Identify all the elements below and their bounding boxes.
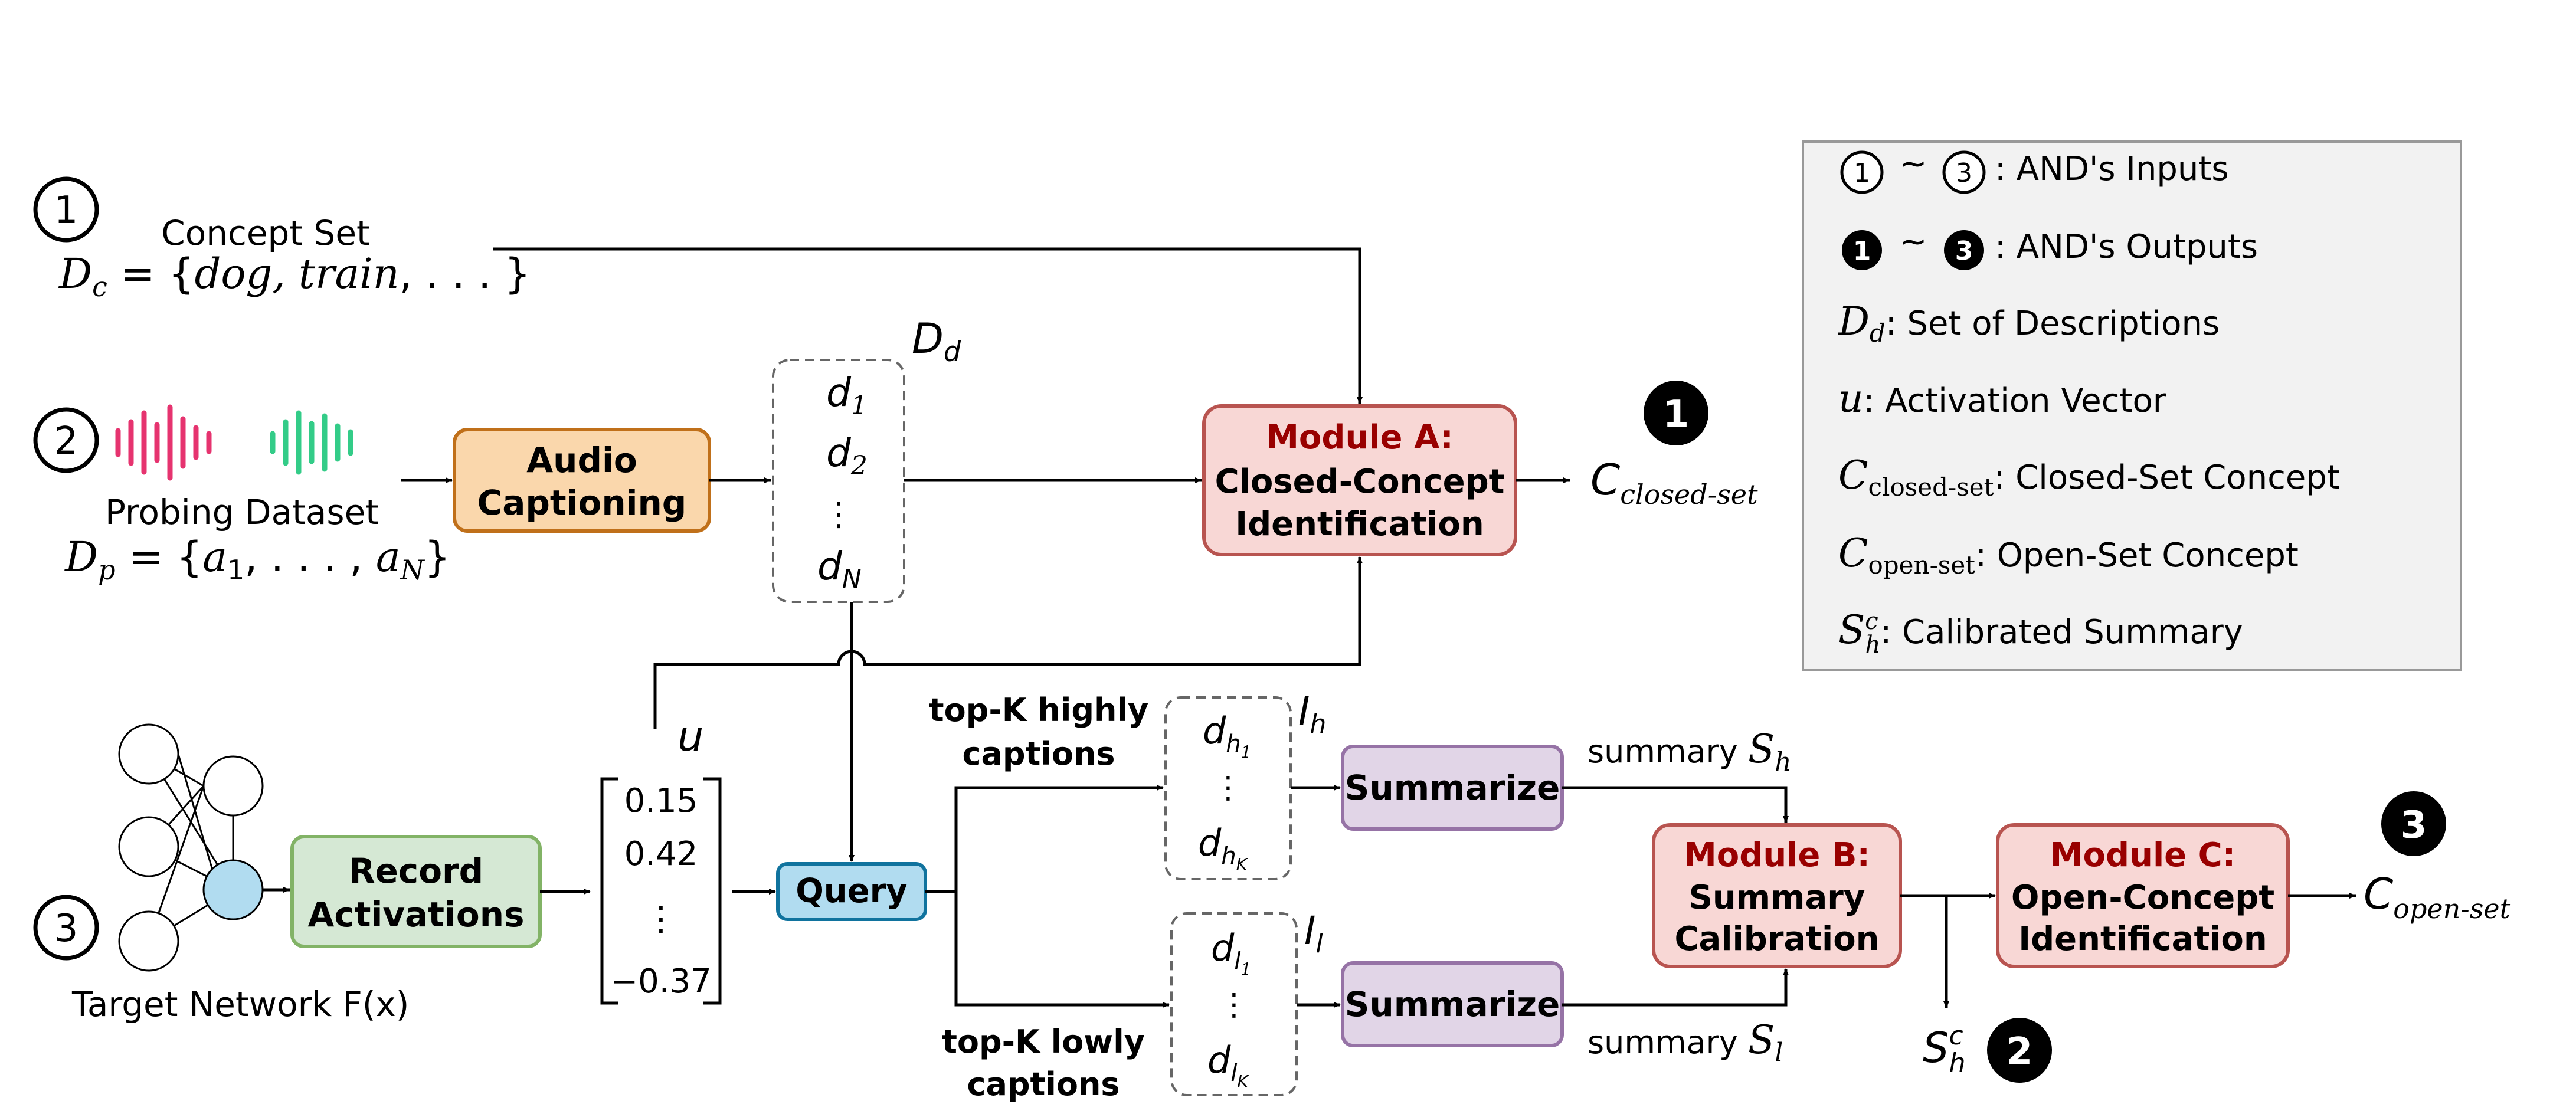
audio-wave-green-icon: [270, 410, 353, 475]
svg-text:1: 1: [1853, 236, 1871, 266]
svg-text:2: 2: [54, 420, 78, 463]
query-box: Query: [776, 862, 927, 921]
connectors: [263, 247, 2356, 1008]
legend-row-activation: u: Activation Vector: [1838, 376, 2167, 421]
module-a-box: Module A: Closed-Concept Identification: [1202, 404, 1517, 556]
output-open-set-label: Copen-set: [2364, 869, 2511, 925]
activation-value-dots: ⋮: [644, 900, 677, 938]
activation-vector-label: u: [677, 712, 703, 761]
svg-text:Record: Record: [349, 851, 483, 891]
input-concept-marker: 1: [33, 176, 99, 243]
svg-text:Identification: Identification: [1235, 505, 1484, 543]
svg-text:Calibration: Calibration: [1674, 920, 1879, 958]
concept-set-formula: Dc = {dog, train, . . . }: [58, 250, 531, 303]
svg-text:Identification: Identification: [2018, 920, 2267, 958]
branch-high-label-line2: captions: [962, 735, 1115, 772]
summary-high-label: summary Sh: [1588, 726, 1792, 777]
descriptions-set-label: Dd: [912, 314, 961, 368]
audio-captioning-box: Audio Captioning: [453, 428, 711, 533]
module-b-box: Module B: Summary Calibration: [1652, 823, 1902, 968]
svg-text:1: 1: [54, 189, 78, 232]
target-network-label: Target Network F(x): [71, 984, 409, 1024]
input-probing-marker: 2: [33, 407, 99, 473]
activation-value-1: 0.15: [624, 782, 698, 820]
activation-value-2: 0.42: [624, 835, 698, 873]
svg-text:~: ~: [1900, 222, 1927, 261]
high-item-dots: ⋮: [1213, 770, 1243, 805]
output-calibrated-marker: 2: [1987, 1018, 2052, 1083]
neural-network-icon: [118, 723, 264, 972]
branch-high-label-line1: top-K highly: [929, 692, 1148, 729]
legend-row-closed-set: Cclosed-set: Closed-Set Concept: [1838, 453, 2340, 502]
svg-text:3: 3: [54, 907, 78, 951]
legend-box: [1802, 140, 2462, 671]
svg-text:Open-Concept: Open-Concept: [2011, 879, 2274, 917]
svg-text:Summarize: Summarize: [1345, 768, 1560, 808]
branch-low-label-line1: top-K lowly: [942, 1023, 1145, 1060]
activation-value-n: −0.37: [610, 962, 712, 1001]
svg-text:3: 3: [1955, 236, 1973, 266]
probing-dataset-formula: Dp = {a1, . . . , aN}: [64, 533, 450, 586]
concept-set-label: Concept Set: [161, 213, 370, 253]
svg-text:1: 1: [1663, 393, 1690, 437]
high-set-box: [1164, 696, 1292, 880]
summary-low-label: summary Sl: [1588, 1017, 1783, 1068]
svg-text:Module C:: Module C:: [2050, 836, 2235, 874]
svg-text:~: ~: [1900, 145, 1927, 183]
low-item-dots: ⋮: [1219, 987, 1249, 1023]
svg-text:Query: Query: [796, 872, 908, 910]
high-set-label: Ih: [1298, 689, 1326, 739]
svg-text:3: 3: [1956, 158, 1972, 188]
low-set-box: [1170, 912, 1298, 1096]
descriptions-set-box: [772, 359, 905, 603]
output-closed-set-label: Cclosed-set: [1590, 455, 1758, 510]
svg-text:: AND's Inputs: : AND's Inputs: [1995, 150, 2229, 188]
svg-text:Audio: Audio: [526, 440, 637, 480]
record-activations-box: Record Activations: [290, 835, 542, 948]
branch-low-label-line2: captions: [967, 1066, 1120, 1103]
svg-text:3: 3: [2401, 804, 2427, 847]
legend-outputs-row: 1 ~ 3 : AND's Outputs: [1842, 222, 2258, 270]
output-open-set-marker: 3: [2381, 791, 2446, 856]
low-set-label: Il: [1304, 908, 1323, 959]
audio-wave-pink-icon: [115, 404, 212, 481]
probing-dataset-label: Probing Dataset: [105, 492, 379, 532]
svg-text:Module A:: Module A:: [1266, 418, 1454, 457]
legend-inputs-row: 1 ~ 3 : AND's Inputs: [1840, 145, 2229, 194]
svg-text:Summarize: Summarize: [1345, 984, 1560, 1024]
svg-text:Closed-Concept: Closed-Concept: [1215, 463, 1505, 501]
legend-row-descriptions: Dd: Set of Descriptions: [1838, 299, 2220, 348]
svg-text:Captioning: Captioning: [477, 483, 687, 523]
svg-text:2: 2: [2007, 1030, 2033, 1074]
svg-text:1: 1: [1854, 158, 1870, 188]
legend-row-open-set: Copen-set: Open-Set Concept: [1838, 530, 2299, 579]
activation-vector-brackets: [600, 777, 722, 1005]
summarize-high-box: Summarize: [1341, 745, 1564, 831]
svg-text:Summary: Summary: [1689, 879, 1865, 917]
summarize-low-box: Summarize: [1341, 961, 1564, 1047]
svg-text:Module B:: Module B:: [1684, 836, 1870, 874]
module-c-box: Module C: Open-Concept Identification: [1996, 823, 2290, 968]
output-closed-set-marker: 1: [1644, 381, 1708, 445]
description-dots: ⋮: [822, 495, 855, 533]
svg-text:Activations: Activations: [307, 895, 524, 935]
svg-text:: AND's Outputs: : AND's Outputs: [1995, 228, 2258, 266]
input-network-marker: 3: [33, 895, 99, 961]
